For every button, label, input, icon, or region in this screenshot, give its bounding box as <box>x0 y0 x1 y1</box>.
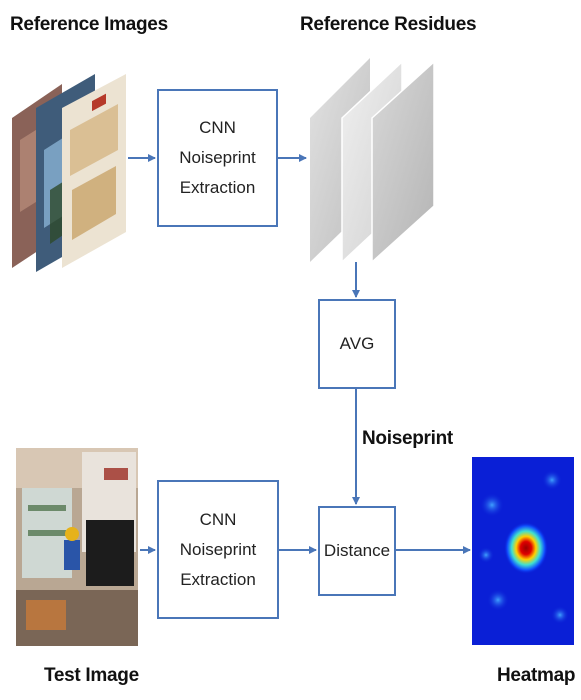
heatmap-image <box>472 457 574 645</box>
avg-label: AVG <box>339 334 375 353</box>
box-line: Extraction <box>179 178 256 197</box>
cnn-noiseprint-extraction-box-top: CNN Noiseprint Extraction <box>157 89 278 227</box>
box-line: Noiseprint <box>179 539 257 559</box>
avg-box: AVG <box>318 299 396 389</box>
box-line: CNN <box>199 118 236 137</box>
distance-box: Distance <box>318 506 396 596</box>
reference-images <box>12 74 126 272</box>
arrows <box>128 154 471 554</box>
heatmap-label: Heatmap <box>497 665 576 686</box>
test-image <box>16 448 138 646</box>
box-line: Extraction <box>180 569 256 589</box>
distance-label: Distance <box>323 541 391 560</box>
reference-residues <box>310 58 435 264</box>
noiseprint-label: Noiseprint <box>362 428 453 449</box>
box-line: Noiseprint <box>179 148 256 167</box>
reference-residues-label: Reference Residues <box>300 14 477 35</box>
test-image-label: Test Image <box>44 665 139 686</box>
reference-images-label: Reference Images <box>10 14 168 35</box>
box-line: CNN <box>199 509 237 529</box>
cnn-noiseprint-extraction-box-bottom: CNN Noiseprint Extraction <box>157 480 279 619</box>
